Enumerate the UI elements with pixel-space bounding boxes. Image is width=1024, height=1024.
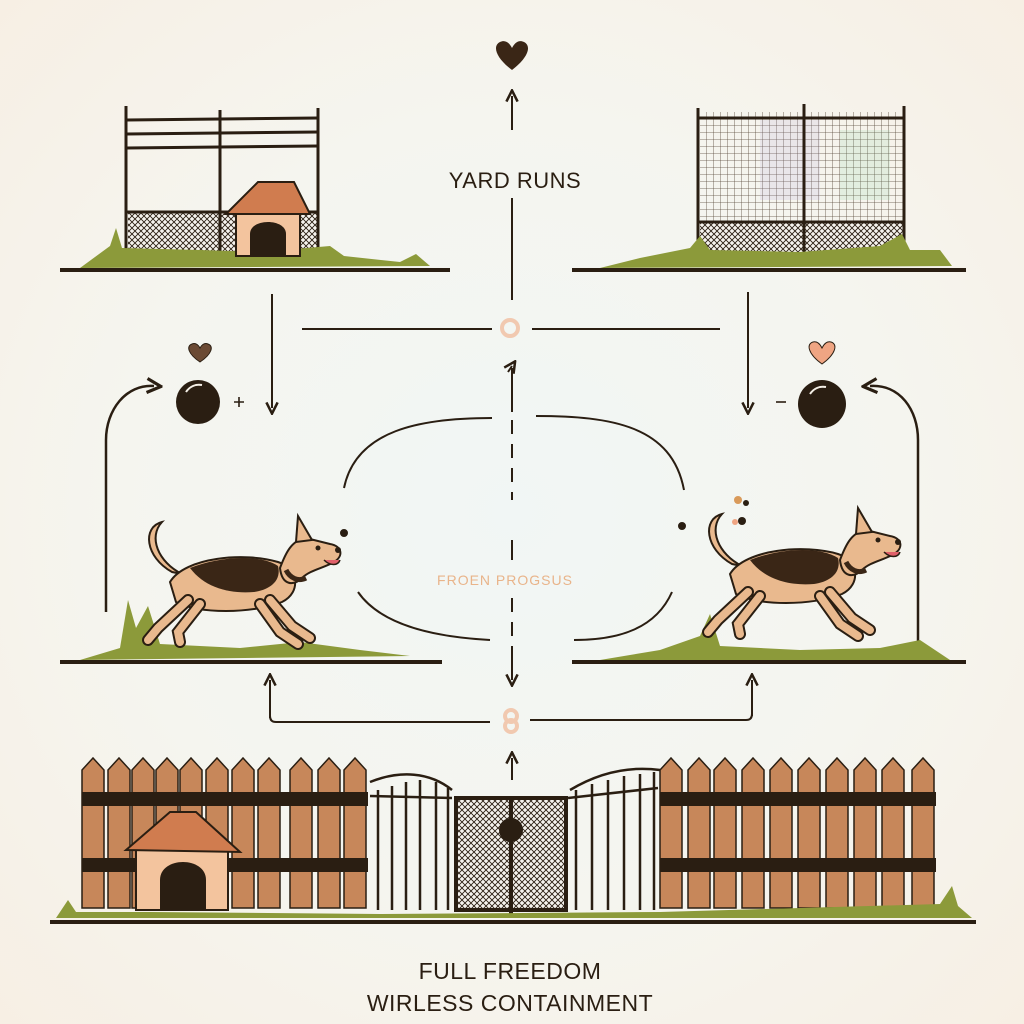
right-cycle <box>732 341 920 648</box>
bottom-grass <box>56 886 972 918</box>
yard-run-right <box>572 104 966 272</box>
ball-icon-left <box>176 380 220 424</box>
heart-icon-top <box>496 41 528 70</box>
ring-bottom <box>503 708 519 734</box>
central-loop <box>340 415 686 641</box>
doghouse-icon <box>223 181 312 257</box>
gate-latch-icon <box>499 818 523 842</box>
ball-icon-right <box>798 380 846 428</box>
yard-run-left <box>60 106 450 272</box>
wooden-fence-right <box>659 757 936 909</box>
running-dog-left <box>60 516 442 664</box>
caption-full-freedom: FULL FREEDOM <box>418 958 602 984</box>
ring-top <box>500 318 520 338</box>
sparkle-dots <box>732 496 749 525</box>
heart-icon-right <box>808 341 836 365</box>
caption-wireless-containment: WIRLESS CONTAINMENT <box>366 990 654 1016</box>
metal-gate <box>369 767 661 914</box>
left-cycle <box>104 343 244 612</box>
horizontal-connectors <box>270 292 752 723</box>
yard-runs-title: YARD RUNS <box>448 168 582 193</box>
center-label: FROEN PROGSUS <box>437 572 573 588</box>
heart-icon-left <box>188 343 212 363</box>
doghouse-bottom <box>123 811 243 911</box>
running-dog-right <box>572 508 966 664</box>
